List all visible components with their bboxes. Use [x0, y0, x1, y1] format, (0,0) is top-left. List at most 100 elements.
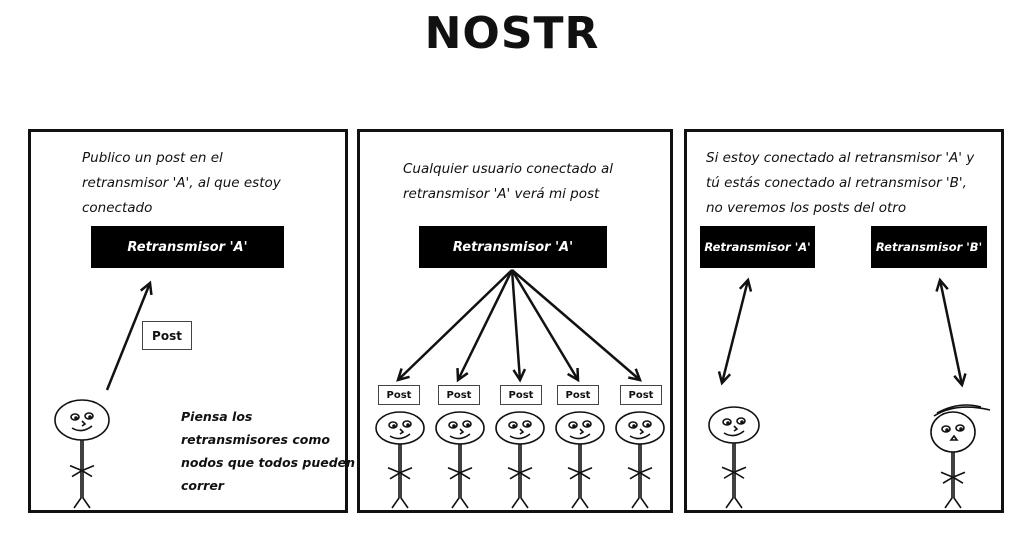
double-arrow: [935, 277, 967, 388]
eye: [628, 421, 638, 429]
note-line: Piensa los: [181, 409, 253, 424]
post-box: Post: [438, 385, 480, 405]
relay-a-box: Retransmisor 'A': [91, 226, 284, 268]
caption-line: no veremos los posts del otro: [706, 200, 907, 216]
body: [725, 443, 743, 509]
smile: [389, 433, 411, 440]
arms: [69, 464, 95, 478]
arms: [507, 467, 533, 480]
eye: [582, 420, 592, 428]
mouth: [949, 434, 959, 441]
nose: [399, 428, 405, 435]
pupil: [646, 423, 650, 427]
relay-b-box: Retransmisor 'B': [871, 226, 987, 268]
eye: [462, 420, 472, 428]
head: [555, 411, 605, 445]
head: [54, 399, 110, 441]
arrow-head: [567, 367, 580, 383]
body: [571, 444, 589, 509]
body: [944, 452, 962, 509]
eye: [722, 418, 732, 426]
arrow-line: [105, 282, 152, 391]
head: [615, 411, 665, 445]
arrow-line: [397, 269, 513, 381]
stick-figure: [708, 406, 760, 509]
head: [435, 411, 485, 445]
panel-2-caption: Cualquier usuario conectado al retransmi…: [403, 157, 613, 207]
nose: [579, 428, 585, 435]
arrow-line: [720, 279, 750, 384]
pupil: [959, 427, 963, 431]
arms: [387, 467, 413, 480]
note-line: retransmisores como: [181, 432, 330, 447]
eye: [941, 425, 951, 433]
body: [73, 440, 91, 509]
arms: [721, 466, 747, 479]
pupil: [945, 428, 949, 432]
smile: [449, 433, 471, 440]
pupil: [526, 423, 530, 427]
pupil: [392, 424, 396, 428]
panel-2: [357, 129, 673, 513]
arrow: [396, 269, 513, 382]
double-arrow: [717, 277, 753, 386]
pupil: [88, 415, 92, 419]
hair: [933, 404, 991, 417]
stick-figure: [435, 411, 485, 509]
post-box: Post: [500, 385, 542, 405]
pupil: [512, 424, 516, 428]
arrow: [105, 280, 153, 391]
post-box: Post: [557, 385, 599, 405]
caption-line: Si estoy conectado al retransmisor 'A' y: [706, 150, 975, 166]
arrow-head: [456, 367, 469, 383]
nose: [519, 428, 525, 435]
nose: [639, 428, 645, 435]
eye: [84, 412, 94, 420]
caption-line: Cualquier usuario conectado al: [403, 161, 613, 177]
arrow-head: [738, 277, 753, 292]
smile: [629, 433, 651, 440]
pupil: [466, 423, 470, 427]
body: [451, 444, 469, 509]
arrow-line: [938, 279, 964, 386]
panel-1: [28, 129, 348, 513]
arrow-head: [935, 277, 949, 292]
eye: [522, 420, 532, 428]
panel-1-note: Piensa los retransmisores como nodos que…: [181, 405, 355, 497]
stick-figure: [615, 411, 665, 509]
page-title: NOSTR: [424, 8, 600, 59]
body: [511, 444, 529, 509]
stick-figure: [54, 399, 110, 509]
panel-3-caption: Si estoy conectado al retransmisor 'A' y…: [706, 146, 974, 221]
caption-line: retransmisor 'A', al que estoy: [82, 175, 281, 191]
pupil: [572, 424, 576, 428]
stick-figure: [375, 411, 425, 509]
arrow-line: [456, 269, 514, 381]
nose: [459, 428, 465, 435]
smile: [723, 430, 745, 437]
pupil: [726, 421, 730, 425]
smile: [71, 425, 93, 432]
arms: [447, 467, 473, 480]
arrow-head: [628, 368, 642, 382]
eye: [448, 421, 458, 429]
arrow-head: [717, 371, 732, 386]
eye: [402, 420, 412, 428]
arrow-line: [510, 269, 522, 381]
panel-3: [684, 129, 1004, 513]
arrow: [510, 269, 580, 383]
panel-1-caption: Publico un post en el retransmisor 'A', …: [82, 146, 281, 221]
stick-figure: [555, 411, 605, 509]
stick-figure: [495, 411, 545, 509]
arrow-head: [512, 368, 527, 383]
body: [391, 444, 409, 509]
post-box: Post: [142, 321, 192, 350]
smile: [569, 433, 591, 440]
stick-figure: [930, 404, 991, 509]
head: [708, 406, 760, 444]
arms: [567, 467, 593, 480]
arms: [940, 471, 966, 484]
head: [495, 411, 545, 445]
caption-line: tú estás conectado al retransmisor 'B',: [706, 175, 967, 191]
pupil: [452, 424, 456, 428]
